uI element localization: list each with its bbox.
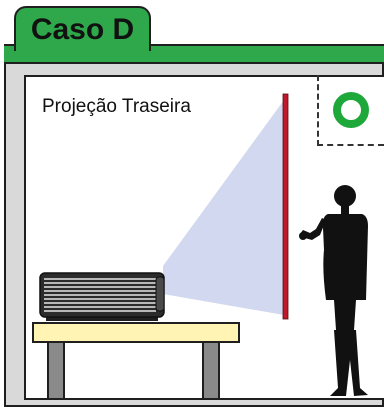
- case-tab: Caso D: [14, 6, 151, 51]
- table-leg-right: [202, 341, 220, 400]
- case-title: Caso D: [30, 12, 135, 46]
- table-leg-left: [47, 341, 65, 400]
- projector-feet: [46, 315, 158, 321]
- person-torso: [322, 214, 368, 330]
- table: [32, 322, 240, 400]
- table-top: [32, 322, 240, 343]
- person-head: [334, 185, 356, 207]
- person-legs: [330, 330, 368, 396]
- projection-mode-label: Projeção Traseira: [42, 96, 191, 117]
- projector: [39, 272, 165, 321]
- projection-screen: [282, 93, 289, 320]
- status-box: [317, 75, 384, 146]
- light-beam: [163, 100, 284, 315]
- person-silhouette: [299, 185, 368, 396]
- projector-lens: [155, 276, 165, 312]
- ok-circle-icon: [333, 92, 369, 128]
